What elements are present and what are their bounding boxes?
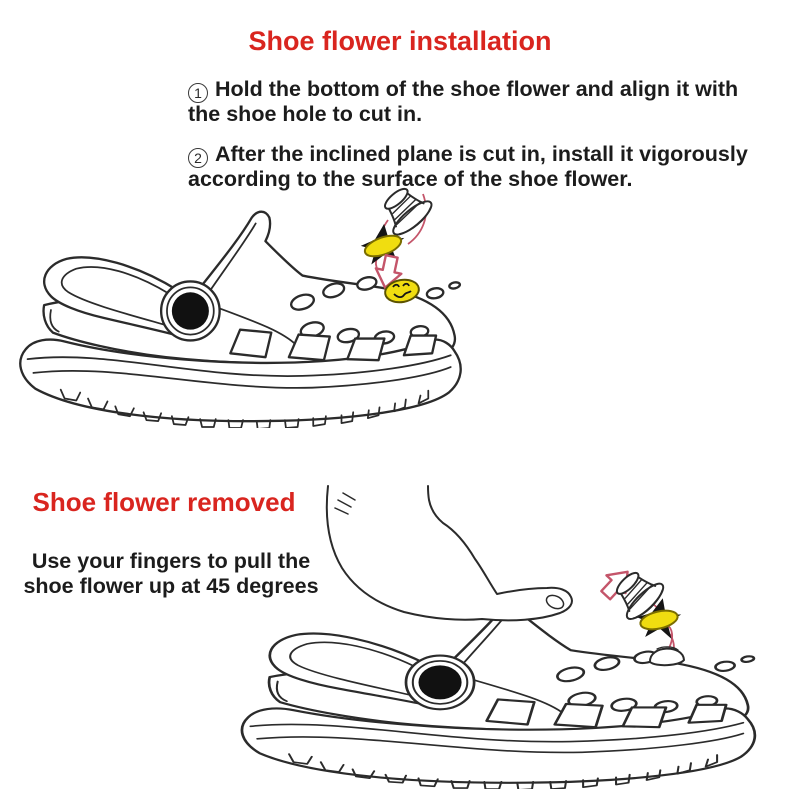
removal-line-2: shoe flower up at 45 degrees (23, 574, 319, 598)
step-1-line-1: Hold the bottom of the shoe flower and a… (215, 77, 739, 101)
hand-drawing (325, 485, 573, 622)
step-number-badge: 1 (188, 83, 208, 103)
clog-shoe-drawing (240, 590, 757, 789)
installation-step-2: 2 After the inclined plane is cut in, ins… (188, 143, 792, 191)
charm-stem-dome-icon (648, 645, 685, 667)
removal-illustration (240, 485, 757, 789)
step-2-line-1: After the inclined plane is cut in, inst… (215, 142, 748, 166)
step-number-badge: 2 (188, 148, 208, 168)
removal-instruction: Use your fingers to pull the shoe flower… (10, 549, 332, 599)
step-2-line-2: according to the surface of the shoe flo… (188, 167, 633, 191)
knuckle-hatching (334, 492, 356, 515)
installation-step-1: 1 Hold the bottom of the shoe flower and … (188, 78, 792, 126)
installation-illustration (19, 186, 462, 428)
removal-title: Shoe flower removed (32, 487, 296, 517)
installation-title: Shoe flower installation (248, 26, 552, 56)
removal-line-1: Use your fingers to pull the (31, 549, 311, 573)
step-1-line-2: the shoe hole to cut in. (188, 102, 423, 126)
fingernail (545, 594, 565, 610)
